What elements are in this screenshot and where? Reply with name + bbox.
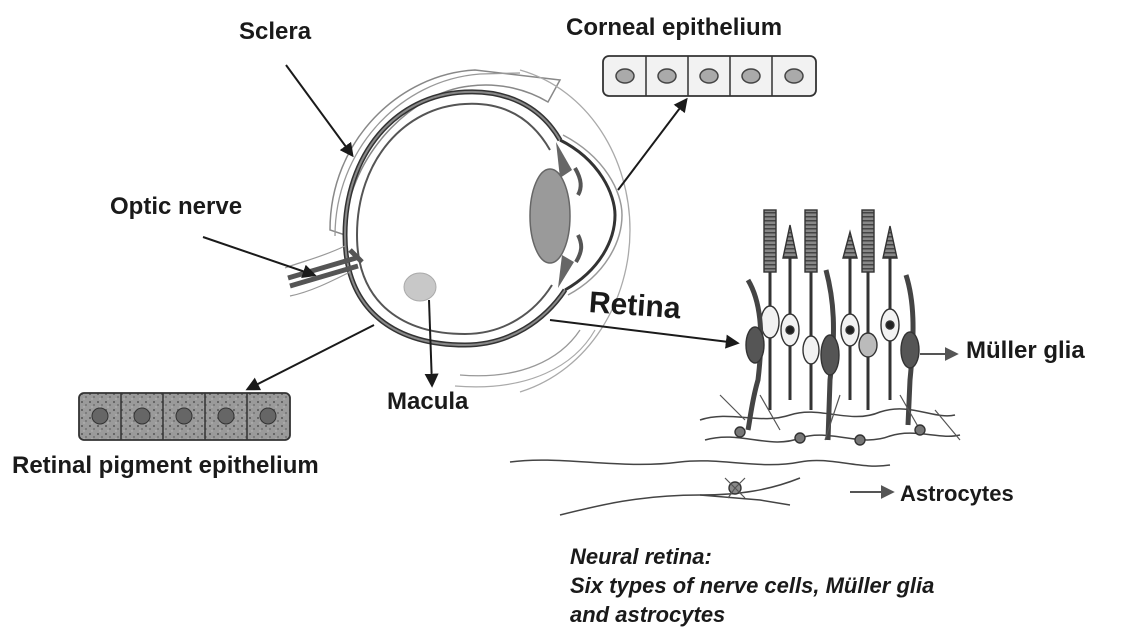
- sclera-label: Sclera: [239, 18, 311, 46]
- rpe-cells: [79, 393, 290, 440]
- retina-label: Retina: [588, 286, 682, 326]
- corneal-epithelium-label: Corneal epithelium: [566, 14, 782, 42]
- macula-label: Macula: [387, 388, 468, 416]
- rpe-label: Retinal pigment epithelium: [12, 452, 319, 480]
- note-line-3: and astrocytes: [570, 600, 934, 629]
- macula-spot: [404, 273, 436, 301]
- muller-glia-label: Müller glia: [966, 337, 1085, 365]
- corneal-epithelium-cells: [603, 56, 816, 96]
- lens: [530, 169, 570, 263]
- note-line-2: Six types of nerve cells, Müller glia: [570, 571, 934, 600]
- astrocytes-label: Astrocytes: [900, 481, 1014, 507]
- note-line-1: Neural retina:: [570, 542, 934, 571]
- optic-nerve-label: Optic nerve: [110, 193, 242, 221]
- neural-retina-note: Neural retina: Six types of nerve cells,…: [570, 542, 934, 629]
